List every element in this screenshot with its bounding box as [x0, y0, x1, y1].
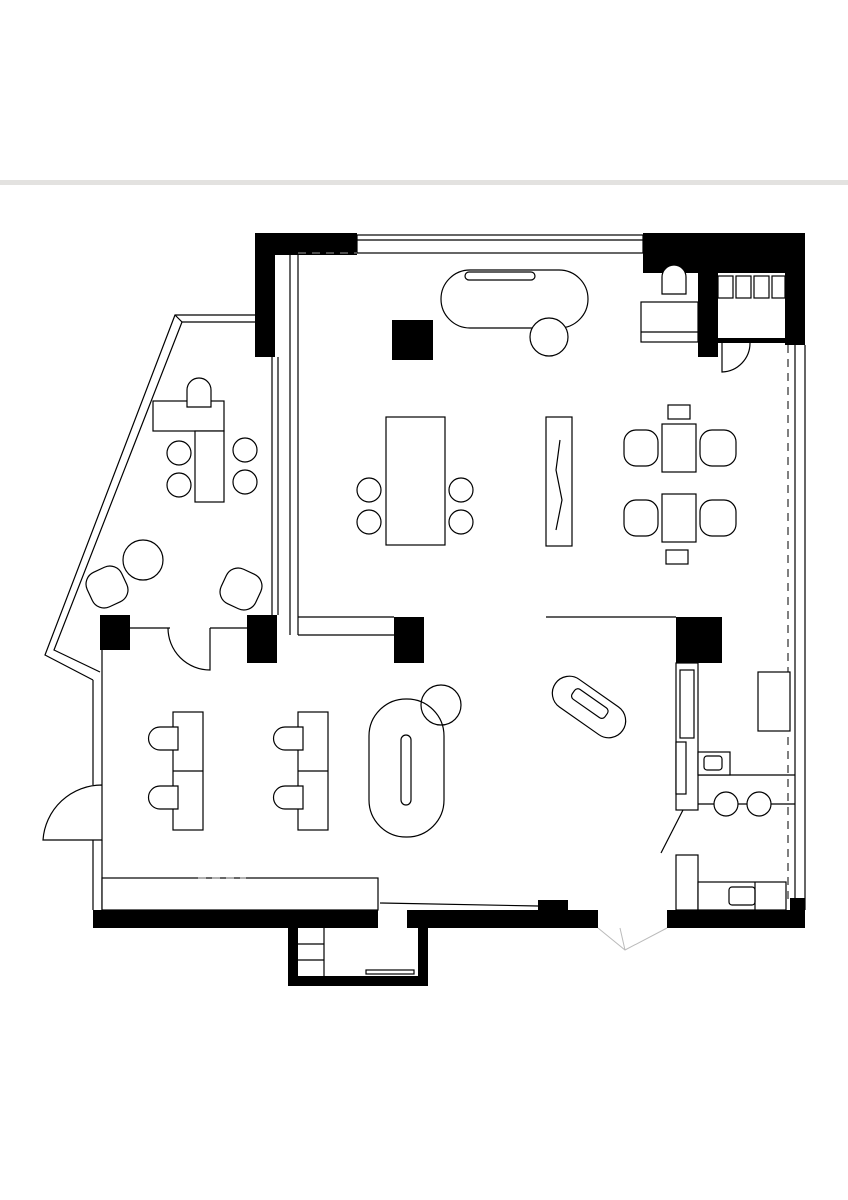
bathroom-bottom [298, 928, 415, 976]
wall-right [787, 345, 806, 910]
window-top [356, 234, 644, 254]
door-closet[interactable] [721, 342, 751, 373]
entrance-door[interactable] [597, 927, 668, 951]
counter-bottom [101, 877, 379, 911]
header-divider [0, 180, 848, 185]
furniture-side-room [85, 377, 263, 611]
window-marks [198, 252, 357, 879]
furniture-service [660, 662, 795, 911]
side-room-outline [44, 314, 255, 681]
partition-wall [130, 255, 676, 636]
walls [93, 233, 805, 986]
furniture-top-room [356, 264, 786, 565]
sliding-door [379, 902, 539, 907]
door-swing-left [42, 784, 103, 841]
furniture-office [147, 675, 627, 838]
door-side-room[interactable] [167, 627, 211, 671]
